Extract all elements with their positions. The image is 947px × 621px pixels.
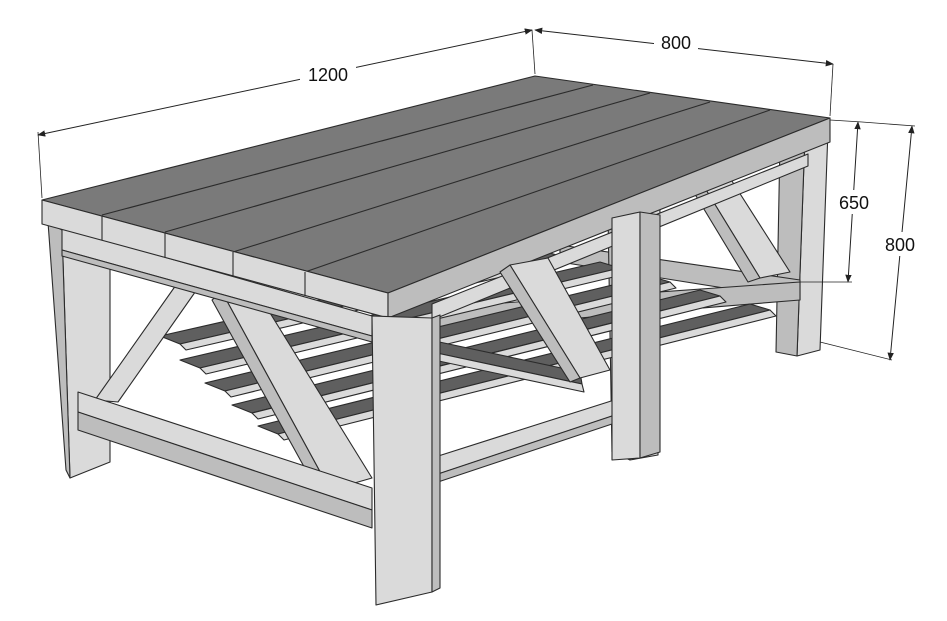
leg-front-left [371,315,433,606]
dimension-lines: 1200 800 650 800 [37,27,922,361]
total-height-label: 800 [885,235,915,255]
tabletop-side-edge [387,117,831,319]
leg-middle-front [611,211,641,461]
front-structure [371,153,809,606]
left-end-frame [47,221,373,529]
width-label: 800 [661,33,691,53]
front-lower-rail [431,394,631,477]
tabletop [41,75,831,319]
length-label: 1200 [308,65,348,85]
shelf-height-label: 650 [839,193,869,213]
length-dimension-line [37,28,533,137]
